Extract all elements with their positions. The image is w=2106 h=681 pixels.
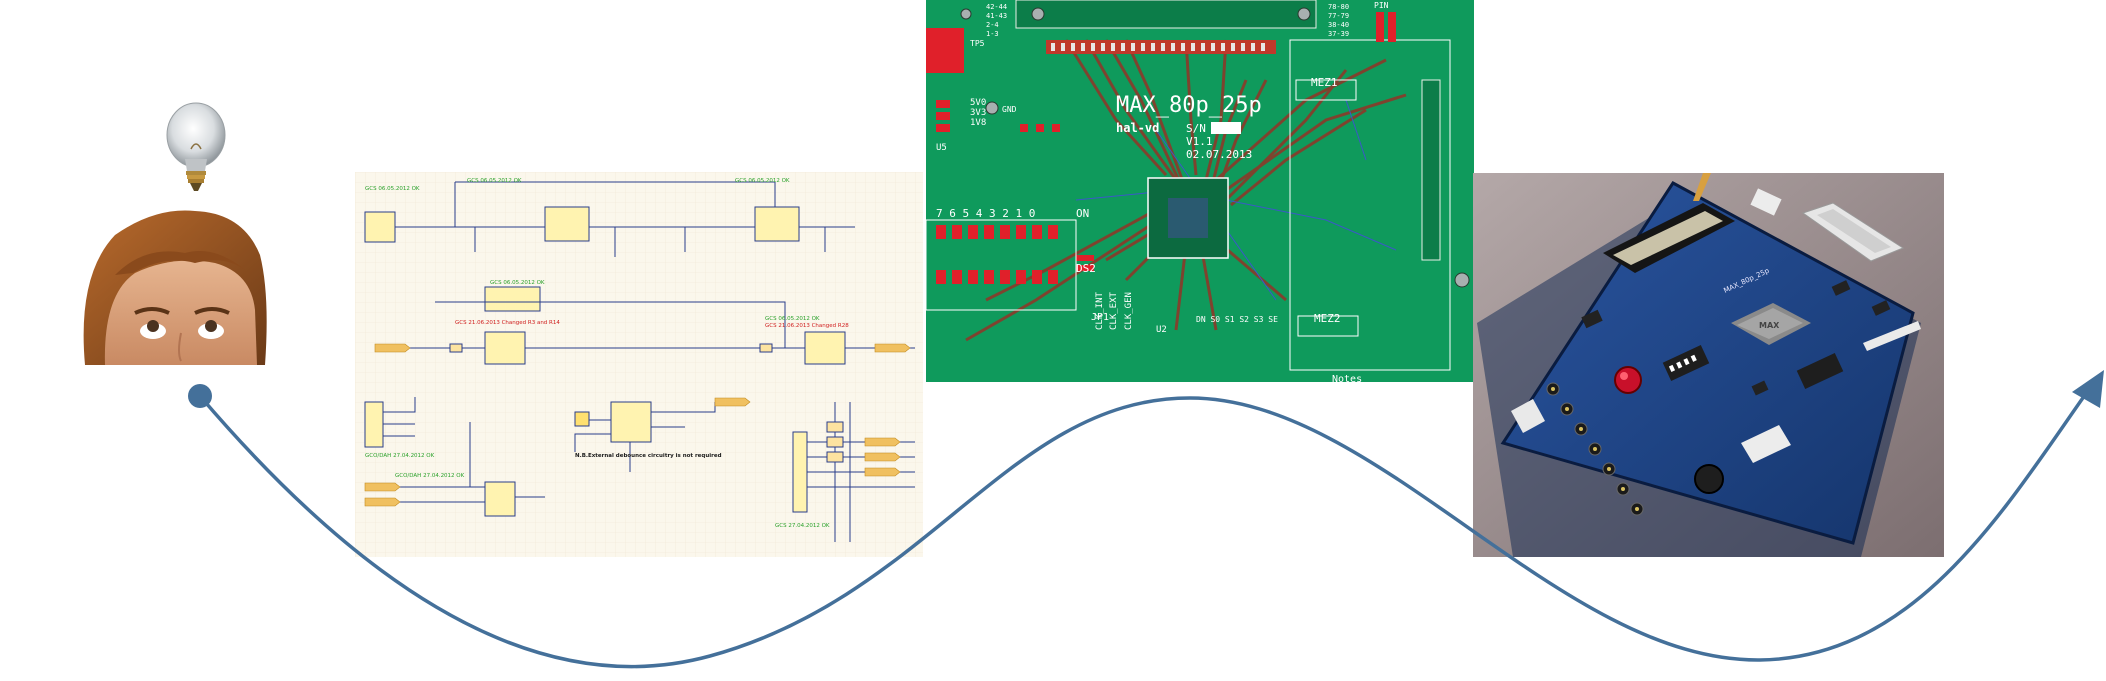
schematic-label: GCS 27.04.2012 OK [775,523,830,529]
dn-label: DN S0 S1 S2 S3 SE [1196,315,1278,324]
pin-range-label: 78-80 [1328,3,1349,11]
schematic-change-note: GCS 21.06.2013 Changed R3 and R14 [455,320,560,326]
pin-range-label: 41-43 [986,12,1007,20]
power-label: 1V8 [970,118,986,128]
schematic-label: GCS 06.05.2012 OK [365,186,420,192]
tp-label: TP5 [970,39,985,48]
schematic-label: GCO/DAH 27.04.2012 OK [395,473,465,479]
pin-range-label: 37-39 [1328,30,1349,38]
pin-header-label: PIN [1374,1,1389,10]
schematic-label: GCS 06.05.2012 OK [735,178,790,184]
version-label: V1.1 [1186,135,1213,148]
pcb-layout-image: MAX_80p_25p hal-vd S/N V1.1 02.07.2013 7… [926,0,1474,382]
ds-label: DS2 [1076,262,1096,275]
3d-board-render-image: MAX MAX_80p_25p [1473,173,1944,557]
power-label: 3V3 [970,108,986,118]
clk-label: CLK_INT [1095,291,1105,330]
mez2-label: MEZ2 [1314,312,1341,325]
schematic-change-note: GCS 21.06.2013 Changed R28 [765,323,849,329]
schematic-label: GCS 06.05.2012 OK [490,280,545,286]
pin-range-label: 1-3 [986,30,999,38]
schematic-label: GCS 06.05.2012 OK [765,316,820,322]
mez1-label: MEZ1 [1311,76,1338,89]
person-head [83,210,267,365]
on-label: ON [1076,207,1089,220]
pin-range-label: 77-79 [1328,12,1349,20]
board-name-silkscreen: MAX_80p_25p [1116,93,1262,118]
circuit-schematic-image: GCS 06.05.2012 OK GCS 06.05.2012 OK GCS … [355,172,923,557]
person-with-lightbulb-image [55,95,355,365]
notes-label: Notes [1332,374,1362,382]
pin-numbers-label: 7 6 5 4 3 2 1 0 [936,207,1035,220]
serial-number-label: S/N [1186,122,1206,135]
jp-label: JP1 [1091,312,1109,323]
power-label: 5V0 [970,98,986,108]
chip-marking: MAX [1759,321,1780,330]
schematic-label: GCO/DAH 27.04.2012 OK [365,453,435,459]
u-label: U2 [1156,325,1167,335]
u-label: U5 [936,143,947,153]
pin-range-label: 42-44 [986,3,1007,11]
clk-label: CLK_GEN [1124,292,1134,330]
date-label: 02.07.2013 [1186,148,1252,161]
arrowhead [2072,370,2104,408]
schematic-label: GCS 06.05.2012 OK [467,178,522,184]
pin-range-label: 2-4 [986,21,999,29]
gnd-label: GND [1002,105,1017,114]
clk-label: CLK_EXT [1109,291,1119,330]
dot-marker [188,384,212,408]
vendor-silkscreen: hal-vd [1116,121,1159,135]
schematic-note: N.B.External debounce circuitry is not r… [575,453,722,459]
pin-range-label: 38-40 [1328,21,1349,29]
lightbulb-icon [166,102,226,191]
